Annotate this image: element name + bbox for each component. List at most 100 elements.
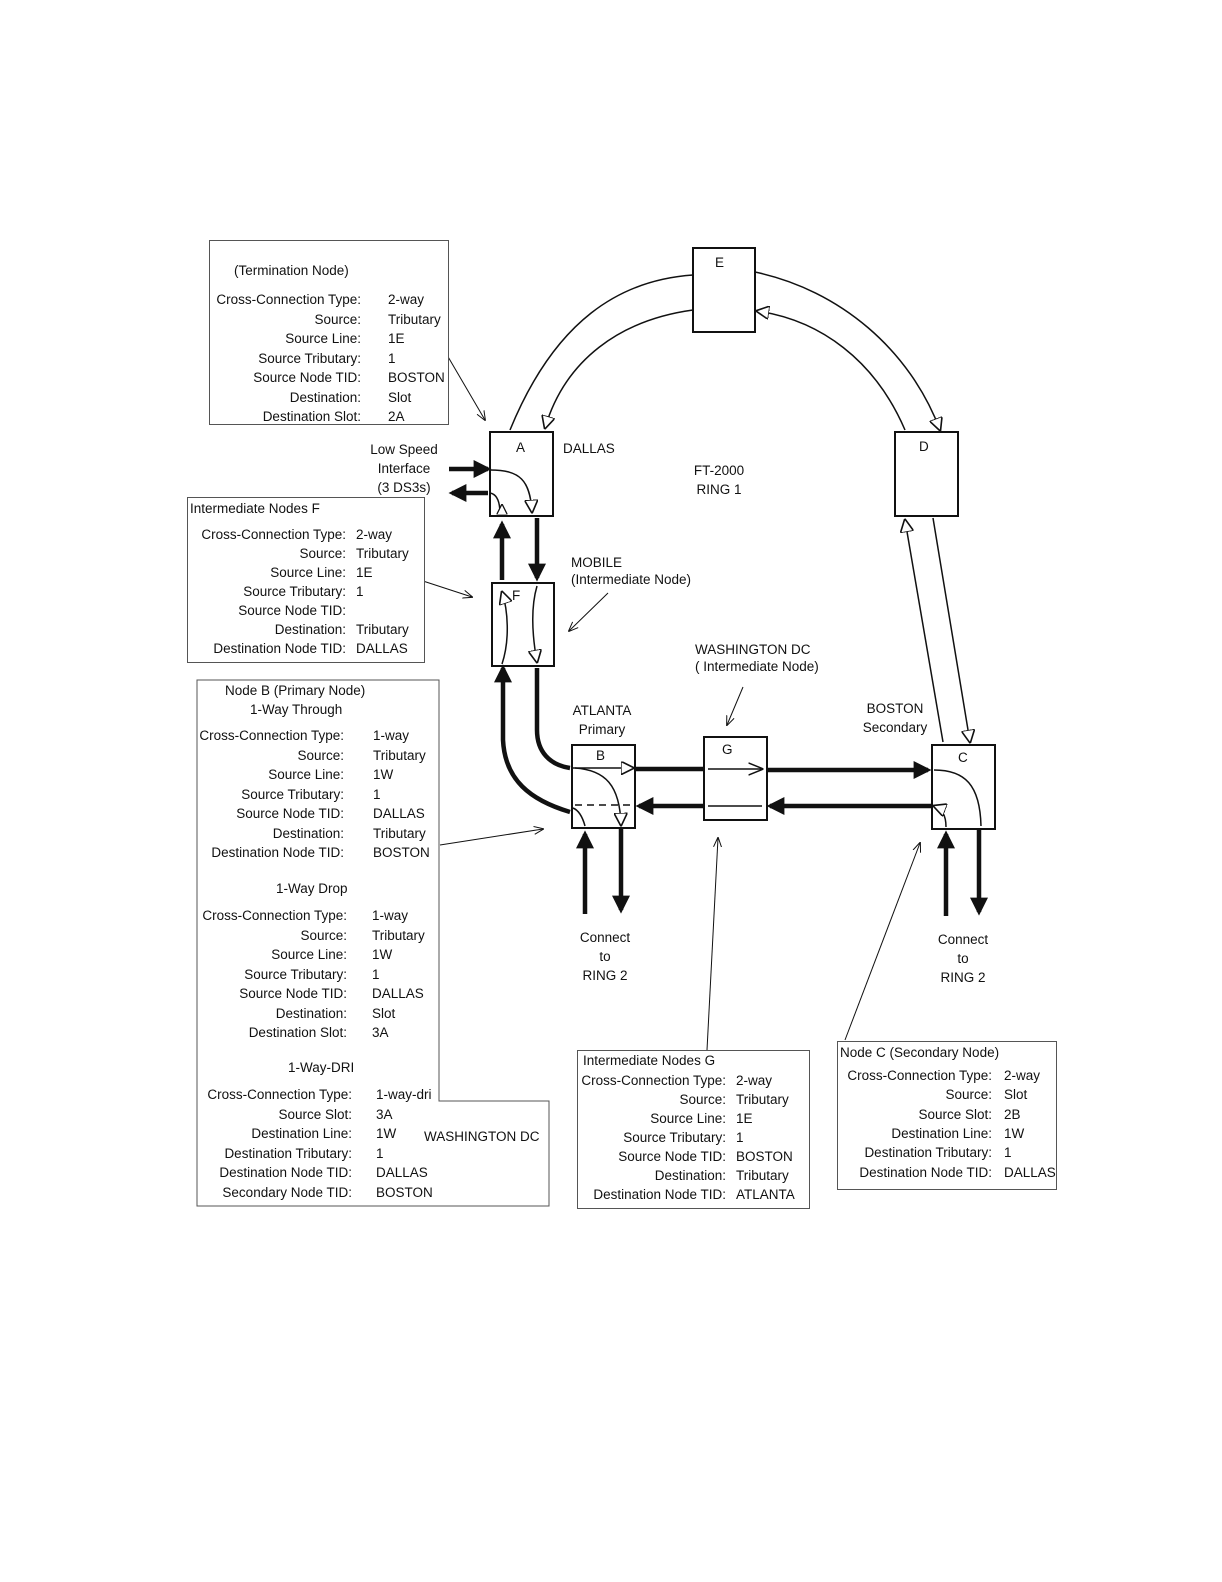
- node-d-letter: D: [919, 439, 929, 454]
- field-row: Destination:Slot: [210, 388, 448, 408]
- intermediate-g-box: Intermediate Nodes G Cross-Connection Ty…: [577, 1050, 810, 1209]
- field-value: 2B: [1004, 1106, 1021, 1122]
- thick-b-to-f: [494, 664, 571, 815]
- node-c-box: Node C (Secondary Node) Cross-Connection…: [837, 1041, 1057, 1190]
- field-label: Source:: [297, 747, 344, 763]
- field-value: 1E: [736, 1111, 753, 1126]
- connect-b-line2: to: [599, 949, 611, 964]
- field-row: Cross-Connection Type:2-way: [210, 290, 448, 310]
- field-label: Destination Node TID:: [593, 1187, 726, 1202]
- field-label: Cross-Connection Type:: [207, 1087, 352, 1102]
- f-up-line: [502, 592, 507, 665]
- connect-ring2-b: Connect to RING 2: [565, 928, 645, 985]
- line-c-to-d: [905, 520, 944, 743]
- node-b-drop-title: 1-Way Drop: [276, 881, 348, 896]
- leader-washington: [727, 686, 744, 725]
- field-label: Destination Slot:: [248, 1025, 347, 1040]
- low-speed-line2: Interface: [377, 461, 431, 476]
- arc-e-to-a-inner: [545, 309, 694, 428]
- field-row: Destination Node TID:DALLAS: [197, 1163, 549, 1183]
- washington-label: WASHINGTON DC ( Intermediate Node): [695, 641, 819, 675]
- field-row: Source Tributary:1: [578, 1128, 809, 1148]
- connect-c-line1: Connect: [937, 932, 989, 947]
- connect-b-line3: RING 2: [582, 968, 628, 983]
- field-label: Source Tributary:: [241, 786, 344, 802]
- mobile-label: MOBILE (Intermediate Node): [571, 554, 691, 588]
- mobile-line1: MOBILE: [571, 555, 623, 570]
- field-label: Source Tributary:: [243, 584, 346, 599]
- field-row: Destination: Tributary: [188, 620, 424, 640]
- field-label: Source Line:: [650, 1111, 726, 1126]
- node-e-box: [692, 247, 756, 333]
- field-value: DALLAS: [372, 986, 424, 1001]
- field-label: Destination Line:: [891, 1125, 992, 1141]
- field-value: 1: [372, 966, 380, 982]
- field-value: Tributary: [373, 825, 426, 841]
- field-label: Source:: [299, 546, 346, 561]
- field-row: Destination Tributary:1: [197, 1144, 549, 1164]
- field-value: 2-way: [388, 292, 425, 307]
- node-f-box: [491, 582, 555, 667]
- field-row: Cross-Connection Type:1-way: [197, 726, 549, 746]
- field-row: Source Line:1W: [197, 945, 549, 965]
- field-value: 2-way: [1004, 1068, 1041, 1083]
- field-row: Source Node TID:: [188, 601, 424, 621]
- field-label: Source Node TID:: [239, 986, 347, 1001]
- node-e-letter: E: [715, 255, 725, 270]
- curve-a-in: [489, 469, 532, 512]
- field-row: Source Slot:2B: [838, 1105, 1056, 1125]
- boston-label: BOSTON Secondary: [855, 699, 935, 737]
- leader-mobile: [569, 592, 609, 631]
- field-row: Source Node TID: DALLAS: [197, 984, 549, 1004]
- field-label: Source Slot:: [278, 1106, 352, 1122]
- field-row: Source Tributary:1: [210, 349, 448, 369]
- field-label: Destination Node TID:: [211, 845, 344, 860]
- field-label: Source Node TID:: [238, 603, 346, 618]
- boston-line1: BOSTON: [866, 701, 924, 716]
- field-label: Destination Node TID:: [859, 1164, 992, 1180]
- washington-line1: WASHINGTON DC: [695, 642, 811, 657]
- field-value: Slot: [372, 1005, 396, 1021]
- ring-name-line2: RING 1: [696, 482, 742, 497]
- connect-b-line1: Connect: [579, 930, 631, 945]
- field-row: Source Node TID:BOSTON: [578, 1147, 809, 1167]
- field-label: Source Line:: [285, 331, 361, 346]
- field-label: Cross-Connection Type:: [201, 527, 346, 542]
- field-row: Source:Tributary: [210, 310, 448, 330]
- field-value: 1: [1004, 1145, 1012, 1161]
- field-label: Source:: [314, 311, 361, 327]
- field-value: 2-way: [736, 1073, 773, 1088]
- c-curve-up: [934, 806, 946, 828]
- field-value: 1E: [356, 565, 373, 580]
- field-row: Source Line: 1E: [578, 1109, 809, 1129]
- low-speed-line3: (3 DS3s): [377, 480, 431, 495]
- field-label: Cross-Connection Type:: [199, 728, 344, 743]
- node-c-letter: C: [958, 750, 968, 765]
- arc-d-to-e-inner: [757, 311, 906, 431]
- node-g-box: [703, 736, 768, 821]
- field-value: Tributary: [356, 622, 409, 637]
- field-label: Source Node TID:: [236, 806, 344, 821]
- node-f-letter: F: [512, 588, 521, 603]
- field-label: Destination:: [654, 1168, 726, 1183]
- field-row: Destination Node TID:DALLAS: [838, 1163, 1056, 1183]
- field-row: Source Line:1W: [197, 765, 549, 785]
- field-label: Destination Line:: [251, 1126, 352, 1141]
- field-value: 1: [376, 1145, 384, 1161]
- field-value: 1: [373, 786, 381, 802]
- field-label: Source Tributary:: [258, 350, 361, 366]
- field-row: Source Line:1E: [210, 329, 448, 349]
- field-label: Source Node TID:: [253, 370, 361, 385]
- field-label: Destination:: [274, 622, 346, 637]
- field-row: Destination Line:1W: [197, 1124, 549, 1144]
- node-b-dri-title: 1-Way-DRI: [288, 1060, 355, 1075]
- field-value: BOSTON: [373, 845, 430, 860]
- field-row: Cross-Connection Type:1-way: [197, 906, 549, 926]
- field-label: Source Line:: [270, 565, 346, 580]
- leader-intermediate-g: [706, 838, 718, 1051]
- field-row: Destination:Slot: [197, 1004, 549, 1024]
- c-curve-down: [933, 769, 982, 827]
- field-value: 1: [356, 584, 364, 599]
- field-label: Cross-Connection Type:: [202, 908, 347, 923]
- field-row: Destination Node TID:ATLANTA: [578, 1185, 809, 1205]
